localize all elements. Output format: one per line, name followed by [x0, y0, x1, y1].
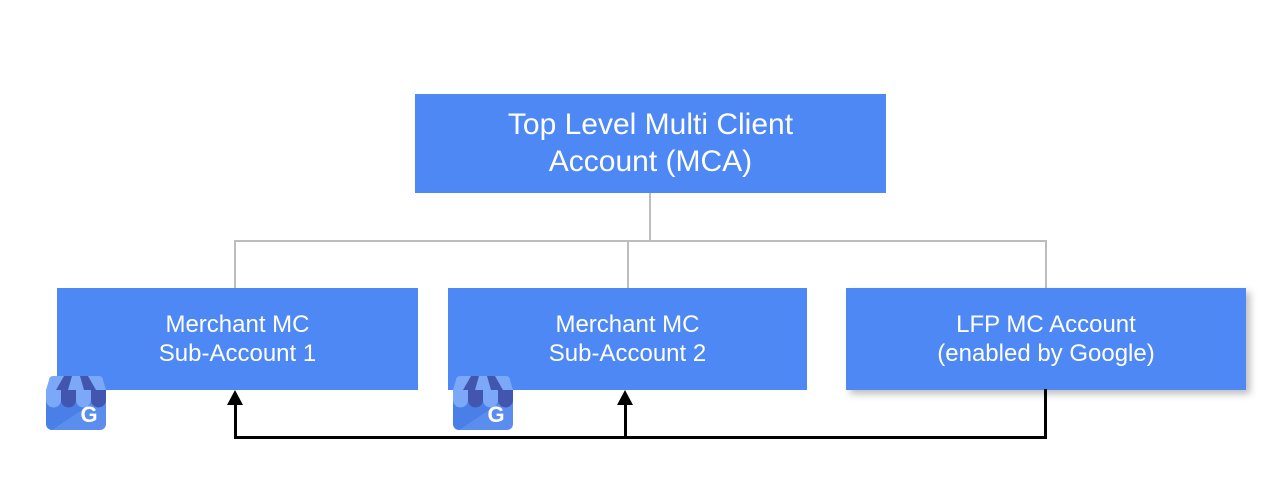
google-g-glyph: G — [487, 402, 504, 427]
node-lfp-mc-account[interactable]: LFP MC Account (enabled by Google) — [846, 288, 1246, 390]
arrow-head-icon-sub-account-2 — [617, 390, 633, 405]
connector-drop-sub-account-2 — [627, 240, 629, 289]
node-merchant-mc-sub-account-1[interactable]: Merchant MC Sub-Account 1 — [57, 288, 418, 390]
node-merchant-mc-sub-account-2-label: Merchant MC Sub-Account 2 — [548, 310, 707, 367]
node-top-level-mca[interactable]: Top Level Multi Client Account (MCA) — [415, 94, 886, 193]
node-top-level-mca-label: Top Level Multi Client Account (MCA) — [507, 107, 794, 178]
connector-top-stem — [649, 193, 651, 242]
feed-connector-from-lfp — [1044, 389, 1047, 439]
feed-connector-to-sub-account-2 — [624, 400, 627, 438]
google-business-profile-icon: G — [453, 376, 513, 430]
arrow-head-icon-sub-account-1 — [227, 390, 243, 405]
node-merchant-mc-sub-account-2[interactable]: Merchant MC Sub-Account 2 — [448, 288, 807, 390]
feed-connector-horizontal — [234, 436, 1047, 439]
google-g-glyph: G — [80, 402, 97, 427]
node-lfp-mc-account-label: LFP MC Account (enabled by Google) — [937, 310, 1155, 367]
connector-drop-lfp-account — [1045, 240, 1047, 289]
node-merchant-mc-sub-account-1-label: Merchant MC Sub-Account 1 — [158, 310, 317, 367]
connector-drop-sub-account-1 — [234, 240, 236, 289]
feed-connector-to-sub-account-1 — [234, 400, 237, 438]
google-business-profile-icon: G — [46, 376, 106, 430]
connector-horizontal-bus — [234, 240, 1047, 242]
